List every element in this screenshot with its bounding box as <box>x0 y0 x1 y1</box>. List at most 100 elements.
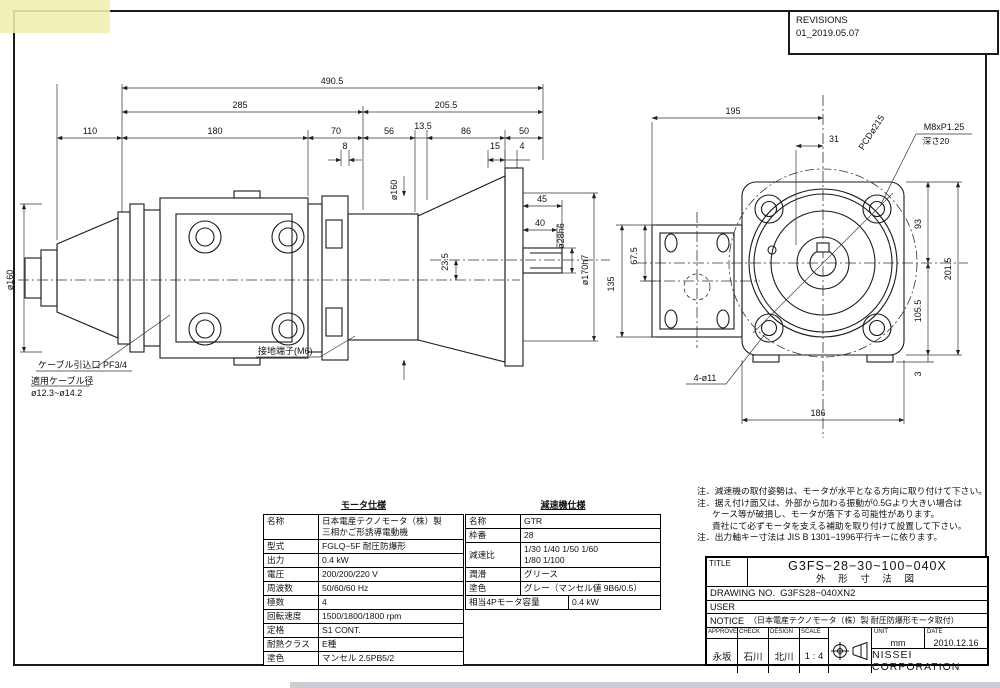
dim-110: 110 <box>83 126 97 136</box>
dim-93: 93 <box>913 219 923 229</box>
table-row: 塗色 マンセル 2.5PB5/2 <box>264 651 463 665</box>
unit-value: mm <box>890 637 906 648</box>
revisions-box: REVISIONS 01_2019.05.07 <box>788 10 999 55</box>
note-line: 貴社にて必ずモータを支える補助を取り付けて設置して下さい。 <box>712 520 967 531</box>
dim-adapter-dia: ø160 <box>389 180 399 201</box>
dim-186: 186 <box>810 408 825 418</box>
reducer-spec-title: 減速機仕様 <box>540 500 586 510</box>
notice-label: NOTICE <box>710 615 745 626</box>
third-angle-projection-icon <box>831 641 868 660</box>
drawing-sheet-border <box>13 10 987 666</box>
date-value: 2010.12.16 <box>933 637 979 648</box>
dim-105-5: 105.5 <box>913 300 923 323</box>
pcd-circle <box>728 168 918 358</box>
scale-value: 1 : 4 <box>804 650 824 662</box>
date-cell: DATE 2010.12.16 <box>925 628 987 648</box>
dim-45: 45 <box>537 194 547 204</box>
table-row: 相当4Pモータ容量 0.4 kW <box>466 595 660 609</box>
dim-201-5: 201.5 <box>943 258 953 281</box>
table-row: 周波数 50/60/60 Hz <box>264 581 463 595</box>
note-line: ケース等が破損し、モータが落下する可能性があります。 <box>712 509 940 519</box>
table-row: 潤滑 グリース <box>466 567 660 581</box>
bottom-gray-bar <box>290 682 1000 688</box>
table-row: 出力 0.4 kW <box>264 553 463 567</box>
dim-3: 3 <box>913 371 923 376</box>
front-view <box>651 181 905 363</box>
table-row: 名称 日本電産テクノモータ（株）製三相かご形誘導電動機 <box>264 515 463 539</box>
motor-spec-table: モータ仕様 名称 日本電産テクノモータ（株）製三相かご形誘導電動機 型式 FGL… <box>263 500 464 666</box>
dim-15: 15 <box>490 141 500 151</box>
cable-inlet-label: ケーブル引込口 PF3/4 <box>38 359 127 370</box>
dim-13-5: 13.5 <box>414 121 432 131</box>
table-row: 型式 FGLQ−5F 耐圧防爆形 <box>264 539 463 553</box>
diagonal-leader-lines <box>752 192 894 334</box>
projection-symbol <box>829 628 872 673</box>
dim-8: 8 <box>342 141 347 151</box>
reducer-spec-table: 減速機仕様 名称 GTR 枠番 28 減速比 1/30 1/40 1/50 1/… <box>465 500 661 610</box>
table-row: 名称 GTR <box>466 515 660 528</box>
dim-180: 180 <box>207 126 222 136</box>
approve-cell: APPROVE 永坂 <box>707 628 738 673</box>
checker-name: 石川 <box>743 652 763 663</box>
dimension-lines <box>20 84 972 424</box>
note-line: 注．減速機の取付姿勢は、モータが水平となる方向に取り付けて下さい。 <box>697 486 988 496</box>
dim-70: 70 <box>331 126 341 136</box>
table-row: 回転速度 1500/1800/1800 rpm <box>264 609 463 623</box>
dim-holes: 4-ø11 <box>694 373 717 383</box>
notes: 注．減速機の取付姿勢は、モータが水平となる方向に取り付けて下さい。 注．据え付け… <box>697 486 989 544</box>
dim-195: 195 <box>725 106 740 116</box>
company-name: NISSEI CORPORATION <box>872 649 961 673</box>
dim-40: 40 <box>535 218 545 228</box>
dim-shaft-dia: ø28h6 <box>556 223 566 249</box>
table-row: 電圧 200/200/220 V <box>264 567 463 581</box>
cable-dia-label-1: 適用ケーブル径 <box>31 375 93 386</box>
dim-31: 31 <box>829 134 839 144</box>
approver-name: 永坂 <box>712 652 732 663</box>
dimension-texts: 490.5 285 205.5 110 180 70 56 13.5 86 50… <box>5 76 964 418</box>
title-label: TITLE <box>707 558 748 586</box>
notice-text: （日本電産テクノモータ（株）製 耐圧防爆形モータ取付） <box>749 616 959 625</box>
dim-fan-dia: ø160 <box>5 270 15 291</box>
dim-67-5: 67.5 <box>629 247 639 265</box>
earth-terminal-label: 接地端子(M6) <box>258 345 313 356</box>
revision-entry: 01_2019.05.07 <box>796 28 860 39</box>
user-label: USER <box>710 602 736 612</box>
shaft-hole-hidden-circle <box>683 273 711 301</box>
dim-205-5: 205.5 <box>435 100 458 110</box>
dim-135: 135 <box>606 276 616 291</box>
table-row: 極数 4 <box>264 595 463 609</box>
dim-50: 50 <box>519 126 529 136</box>
dim-86: 86 <box>461 126 471 136</box>
drawing-title: G3FS−28−30~100−040X <box>788 559 947 573</box>
motor-spec-title: モータ仕様 <box>340 500 386 510</box>
side-view <box>24 167 563 367</box>
dim-285: 285 <box>232 100 247 110</box>
dim-pcd: PCDø215 <box>857 113 887 152</box>
dim-overall: 490.5 <box>321 76 344 86</box>
unit-cell: UNIT mm <box>872 628 925 648</box>
table-row: 耐熱クラス E種 <box>264 637 463 651</box>
table-row: 定格 S1 CONT. <box>264 623 463 637</box>
title-block: TITLE G3FS−28−30~100−040X 外 形 寸 法 図 DRAW… <box>705 556 989 673</box>
scale-cell: SCALE 1 : 4 <box>800 628 829 673</box>
note-line: 注．出力軸キー寸法は JIS B 1301−1996平行キーに依ります。 <box>697 532 943 542</box>
highlight-marker <box>0 0 110 33</box>
drawing-no: G3FS28−040XN2 <box>780 588 856 599</box>
dim-spigot-dia: ø170h7 <box>580 255 590 286</box>
dim-56: 56 <box>384 126 394 136</box>
dim-tap: M8xP1.25 <box>924 122 965 132</box>
revisions-title: REVISIONS <box>796 15 848 26</box>
centerlines <box>18 95 968 438</box>
drawing-no-label: DRAWING NO. <box>710 588 776 599</box>
table-row: 枠番 28 <box>466 528 660 542</box>
check-cell: CHECK 石川 <box>738 628 769 673</box>
cable-dia-label-2: ø12.3~ø14.2 <box>31 388 82 398</box>
callout-labels: ケーブル引込口 PF3/4 適用ケーブル径 ø12.3~ø14.2 接地端子(M… <box>31 345 313 398</box>
dim-tap-depth: 深さ20 <box>923 136 950 146</box>
table-row: 塗色 グレー（マンセル値 9B6/0.5） <box>466 581 660 595</box>
dim-offset: 23.5 <box>440 253 450 271</box>
drawing-subtitle: 外 形 寸 法 図 <box>815 574 920 585</box>
design-cell: DESIGN 北川 <box>769 628 800 673</box>
